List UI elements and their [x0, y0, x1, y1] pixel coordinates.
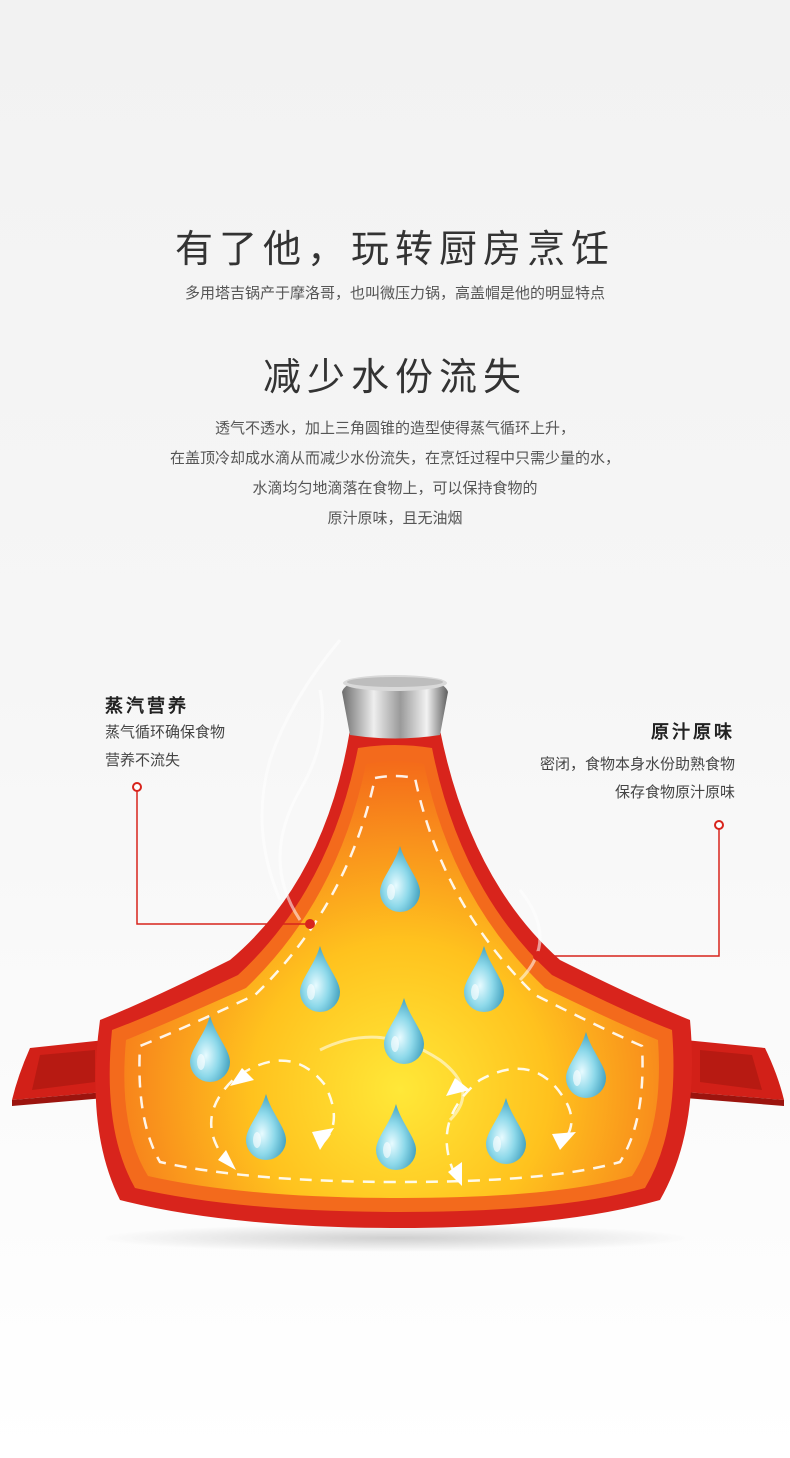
callout-connector-left [132, 782, 315, 929]
callout-right-line: 密闭，食物本身水份助熟食物 [539, 755, 735, 773]
callout-right-title: 原汁原味 [651, 722, 735, 743]
tagine-pot-illustration [12, 639, 784, 1252]
callout-left-text: 蒸气循环确保食物 营养不流失 [105, 718, 225, 774]
water-drops [190, 846, 606, 1170]
water-drop-icon [566, 1032, 606, 1098]
callout-right-line: 保存食物原汁原味 [614, 783, 735, 801]
steam-circulation-left [209, 1059, 336, 1166]
steam-path-outline [138, 774, 644, 1184]
water-drop-icon [190, 1016, 230, 1082]
callout-left-line: 营养不流失 [105, 751, 181, 769]
callout-connector-right [533, 820, 724, 961]
pot-handle-left [12, 1040, 105, 1106]
pot-inner-cavity [124, 761, 659, 1198]
water-drop-icon [380, 846, 420, 912]
lid-knob-icon [342, 675, 448, 739]
water-drop-icon [376, 1104, 416, 1170]
feature-title: 减少水份流失 [262, 355, 527, 399]
callout-left-line: 蒸气循环确保食物 [105, 723, 226, 741]
page-title: 有了他，玩转厨房烹饪 [174, 227, 615, 271]
water-drop-icon [384, 998, 424, 1064]
feature-line: 在盖顶冷却成水滴从而减少水份流失，在烹饪过程中只需少量的水， [169, 449, 620, 467]
water-drop-icon [464, 946, 504, 1012]
pot-shadow [95, 1224, 695, 1252]
steam-wisps [260, 639, 542, 1122]
feature-line: 水滴均匀地滴落在食物上，可以保持食物的 [252, 479, 538, 497]
water-drop-icon [246, 1094, 286, 1160]
pot-handle-right [685, 1040, 784, 1106]
feature-line: 原汁原味，且无油烟 [327, 509, 463, 527]
circulation-arrows [218, 1068, 576, 1186]
callout-right-text: 密闭，食物本身水份助熟食物 保存食物原汁原味 [540, 750, 735, 806]
water-drop-icon [300, 946, 340, 1012]
water-drop-icon [486, 1098, 526, 1164]
page-subtitle: 多用塔吉锅产于摩洛哥，也叫微压力锅，高盖帽是他的明显特点 [184, 284, 605, 302]
feature-description: 透气不透水，加上三角圆锥的造型使得蒸气循环上升， 在盖顶冷却成水滴从而减少水份流… [0, 413, 790, 533]
callout-left-title: 蒸汽营养 [105, 696, 189, 717]
steam-circulation-right [445, 1067, 573, 1176]
feature-line: 透气不透水，加上三角圆锥的造型使得蒸气循环上升， [214, 419, 575, 437]
